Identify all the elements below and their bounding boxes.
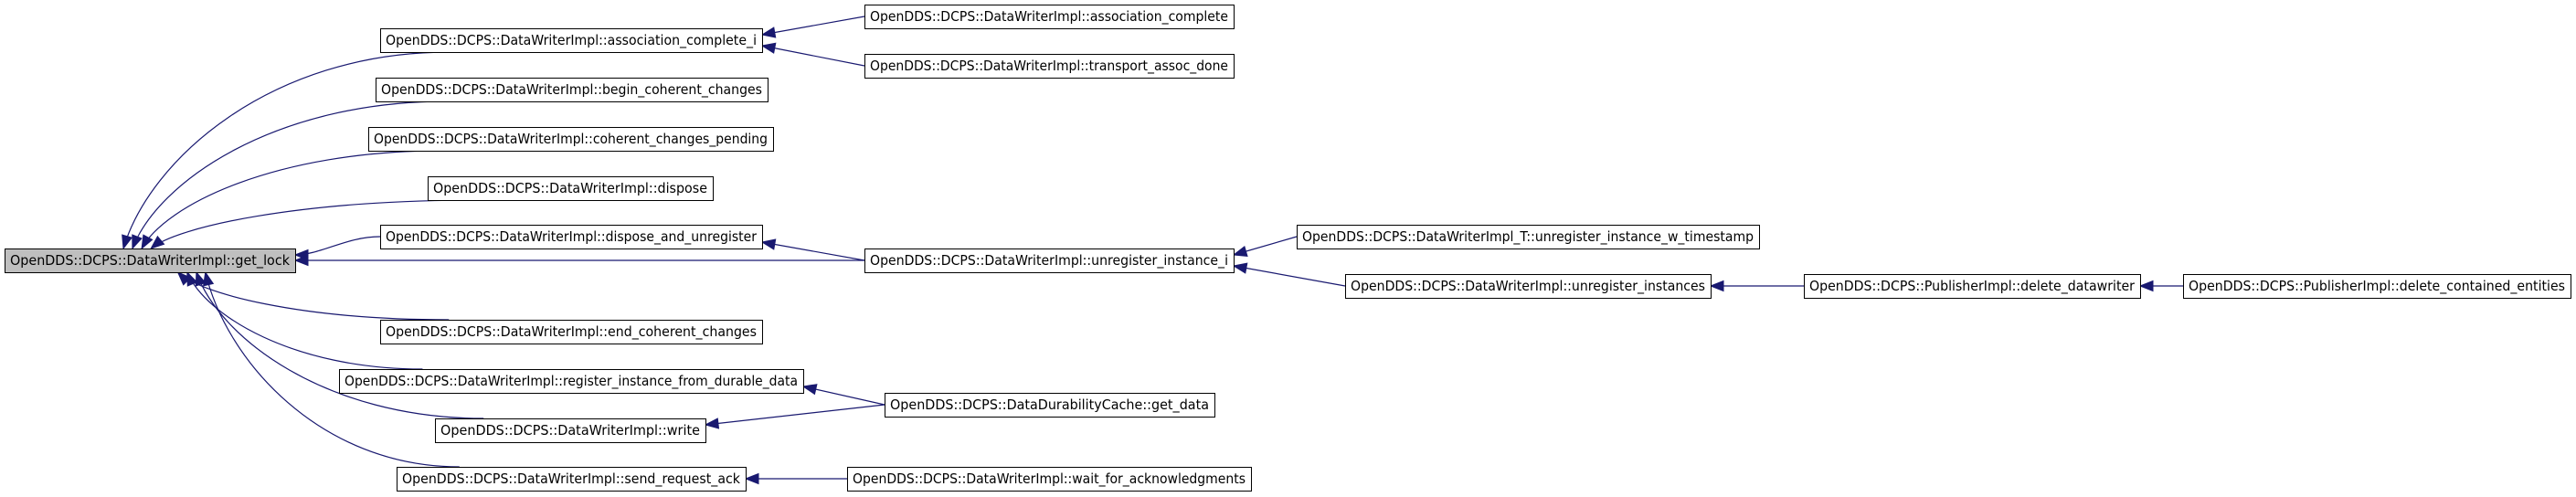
node-box xyxy=(380,225,763,249)
edge-delete_datawriter-to-unregister_instances-arrowhead xyxy=(1709,280,1724,292)
edge-send_request_ack-to-get_lock xyxy=(205,271,460,468)
edge-transport_assoc_done-to-association_complete_i xyxy=(761,45,865,67)
node-box xyxy=(864,248,1235,273)
node-box xyxy=(864,54,1235,79)
node-association-complete[interactable]: OpenDDS::DCPS::DataWriterImpl::associati… xyxy=(864,5,1235,29)
edge-wait_for_acknowledgments-to-send_request_ack-arrowhead xyxy=(744,472,759,485)
edge-register_instance_from_durable_data-to-get_lock xyxy=(186,271,423,370)
node-unregister-instance-i[interactable]: OpenDDS::DCPS::DataWriterImpl::unregiste… xyxy=(864,248,1235,273)
node-label: OpenDDS::DCPS::PublisherImpl::delete_con… xyxy=(2189,278,2565,295)
node-association-complete-i[interactable]: OpenDDS::DCPS::DataWriterImpl::associati… xyxy=(380,28,763,53)
node-get-lock[interactable]: OpenDDS::DCPS::DataWriterImpl::get_lock xyxy=(5,248,296,273)
node-box xyxy=(376,78,769,102)
graph-edges xyxy=(122,16,2183,485)
edge-unregister_instance_i-to-get_lock-arrowhead xyxy=(293,254,309,267)
graph-nodes: OpenDDS::DCPS::DataWriterImpl::get_lockO… xyxy=(5,5,2571,492)
node-label: OpenDDS::DCPS::DataWriterImpl::dispose_a… xyxy=(386,228,758,246)
node-label: OpenDDS::DCPS::DataWriterImpl::coherent_… xyxy=(374,131,768,148)
node-delete-datawriter[interactable]: OpenDDS::DCPS::PublisherImpl::delete_dat… xyxy=(1804,274,2141,299)
edge-get_data-to-write-arrowhead xyxy=(704,418,720,429)
node-box xyxy=(397,467,747,492)
node-box xyxy=(1297,225,1760,249)
edge-write-to-get_lock xyxy=(196,271,484,419)
edge-association_complete_i-to-get_lock xyxy=(122,51,450,249)
node-box xyxy=(1804,274,2141,299)
node-label: OpenDDS::DCPS::DataWriterImpl::transport… xyxy=(870,58,1228,75)
node-transport-assoc-done[interactable]: OpenDDS::DCPS::DataWriterImpl::transport… xyxy=(864,54,1235,79)
node-box xyxy=(380,320,763,344)
node-end-coherent-changes[interactable]: OpenDDS::DCPS::DataWriterImpl::end_coher… xyxy=(380,320,763,344)
edge-get_data-to-register_instance_from_durable_data-arrowhead xyxy=(801,384,818,396)
node-register-instance-from-durable-data[interactable]: OpenDDS::DCPS::DataWriterImpl::register_… xyxy=(339,369,804,394)
edge-dispose-to-get_lock xyxy=(150,199,480,249)
node-wait-for-acknowledgments[interactable]: OpenDDS::DCPS::DataWriterImpl::wait_for_… xyxy=(847,467,1252,492)
edge-association_complete_i-to-get_lock-arrowhead xyxy=(122,234,133,250)
node-label: OpenDDS::DCPS::DataWriterImpl::begin_coh… xyxy=(381,81,762,99)
node-begin-coherent-changes[interactable]: OpenDDS::DCPS::DataWriterImpl::begin_coh… xyxy=(376,78,769,102)
node-label: OpenDDS::DCPS::DataWriterImpl::send_requ… xyxy=(402,471,740,488)
node-label: OpenDDS::DCPS::DataWriterImpl::end_coher… xyxy=(386,323,757,341)
edge-write-to-get_lock-arrowhead xyxy=(195,270,207,287)
node-label: OpenDDS::DCPS::PublisherImpl::delete_dat… xyxy=(1809,278,2136,295)
node-dispose[interactable]: OpenDDS::DCPS::DataWriterImpl::dispose xyxy=(428,176,714,201)
node-box xyxy=(428,176,714,201)
edge-association_complete-to-association_complete_i-arrowhead xyxy=(760,26,777,38)
node-coherent-changes-pending[interactable]: OpenDDS::DCPS::DataWriterImpl::coherent_… xyxy=(368,127,774,152)
node-label: OpenDDS::DCPS::DataWriterImpl::associati… xyxy=(386,32,757,49)
edge-register_instance_from_durable_data-to-get_lock-arrowhead xyxy=(186,270,198,287)
edge-dispose-to-get_lock-arrowhead xyxy=(150,235,165,249)
node-label: OpenDDS::DCPS::DataDurabilityCache::get_… xyxy=(890,397,1209,414)
node-box xyxy=(368,127,774,152)
node-label: OpenDDS::DCPS::DataWriterImpl::wait_for_… xyxy=(853,471,1246,488)
node-box xyxy=(339,369,804,394)
node-write[interactable]: OpenDDS::DCPS::DataWriterImpl::write xyxy=(435,418,706,443)
edge-unregister_instances-to-unregister_instance_i-arrowhead xyxy=(1232,262,1248,274)
edge-send_request_ack-to-get_lock-arrowhead xyxy=(202,270,215,287)
edge-association_complete-to-association_complete_i xyxy=(761,16,865,36)
node-box xyxy=(847,467,1252,492)
node-box xyxy=(2183,274,2571,299)
node-label: OpenDDS::DCPS::DataWriterImpl::unregiste… xyxy=(870,252,1228,270)
edge-transport_assoc_done-to-association_complete_i-arrowhead xyxy=(760,42,777,54)
node-send-request-ack[interactable]: OpenDDS::DCPS::DataWriterImpl::send_requ… xyxy=(397,467,747,492)
node-box xyxy=(435,418,706,443)
edge-end_coherent_changes-to-get_lock xyxy=(177,271,450,321)
node-box xyxy=(1345,274,1712,299)
node-get-data[interactable]: OpenDDS::DCPS::DataDurabilityCache::get_… xyxy=(885,393,1215,418)
node-label: OpenDDS::DCPS::DataWriterImpl::associati… xyxy=(870,8,1228,26)
node-box xyxy=(885,393,1215,418)
edge-get_data-to-register_instance_from_durable_data xyxy=(802,386,885,406)
edge-unregister_instances-to-unregister_instance_i xyxy=(1233,265,1346,287)
node-dispose-and-unregister[interactable]: OpenDDS::DCPS::DataWriterImpl::dispose_a… xyxy=(380,225,763,249)
edge-delete_contained_entities-to-delete_datawriter-arrowhead xyxy=(2138,280,2154,292)
edge-end_coherent_changes-to-get_lock-arrowhead xyxy=(176,271,192,286)
edge-get_data-to-write xyxy=(705,404,885,426)
node-unregister-instance-w-timestamp[interactable]: OpenDDS::DCPS::DataWriterImpl_T::unregis… xyxy=(1297,225,1760,249)
edge-unregister_instance_i-to-dispose_and_unregister xyxy=(761,241,865,261)
edge-coherent_changes_pending-to-get_lock xyxy=(141,150,441,249)
edge-unregister_instance_w_timestamp-to-unregister_instance_i-arrowhead xyxy=(1232,245,1248,257)
edge-begin_coherent_changes-to-get_lock-arrowhead xyxy=(132,234,143,250)
node-label: OpenDDS::DCPS::DataWriterImpl::dispose xyxy=(433,180,707,196)
node-delete-contained-entities[interactable]: OpenDDS::DCPS::PublisherImpl::delete_con… xyxy=(2183,274,2571,299)
edge-begin_coherent_changes-to-get_lock xyxy=(132,100,447,249)
node-label: OpenDDS::DCPS::DataWriterImpl_T::unregis… xyxy=(1302,228,1754,246)
edge-unregister_instance_i-to-dispose_and_unregister-arrowhead xyxy=(760,238,777,250)
node-box xyxy=(5,248,296,273)
node-box xyxy=(864,5,1235,29)
node-label: OpenDDS::DCPS::DataWriterImpl::get_lock xyxy=(10,252,290,270)
node-box xyxy=(380,28,763,53)
edge-coherent_changes_pending-to-get_lock-arrowhead xyxy=(141,234,154,250)
node-label: OpenDDS::DCPS::DataWriterImpl::unregiste… xyxy=(1351,278,1705,295)
node-label: OpenDDS::DCPS::DataWriterImpl::write xyxy=(440,422,700,439)
node-label: OpenDDS::DCPS::DataWriterImpl::register_… xyxy=(345,373,798,390)
node-unregister-instances[interactable]: OpenDDS::DCPS::DataWriterImpl::unregiste… xyxy=(1345,274,1712,299)
